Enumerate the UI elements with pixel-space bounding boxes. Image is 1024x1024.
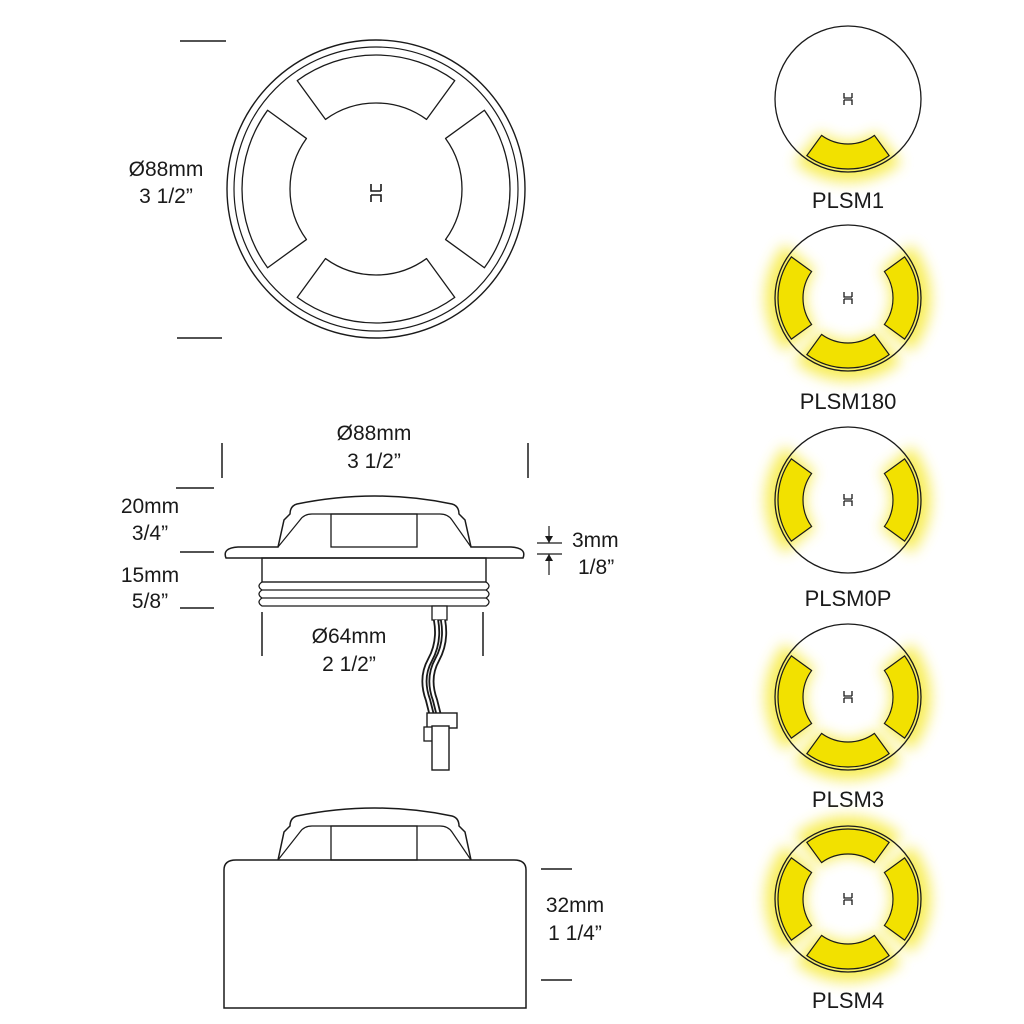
side-view-body-diameter-in: 2 1/2” xyxy=(322,653,376,676)
side-view: Ø88mm 3 1/2” 20mm 3/4” 15mm 5/8” xyxy=(121,422,619,771)
model-name: PLSM4 xyxy=(812,988,884,1013)
model-outer-ring xyxy=(774,825,922,973)
top-view-lenses xyxy=(241,54,511,324)
model-icon-plsm4 xyxy=(765,816,931,982)
side-view-flange-mm: 3mm xyxy=(572,529,619,552)
lens-window xyxy=(296,54,456,121)
lit-lens xyxy=(806,828,890,864)
model-card: PLSM1 xyxy=(774,25,922,213)
lit-lens xyxy=(777,256,813,340)
lit-lens xyxy=(883,458,919,542)
model-icon-plsm180 xyxy=(765,224,931,381)
sleeve-view: 32mm 1 1/4” xyxy=(223,807,604,1009)
lit-lens xyxy=(777,857,813,941)
lens-group xyxy=(777,458,919,542)
model-variants: PLSM1 PLSM180 PLSM0P PLSM3 PLSM4 xyxy=(765,25,931,1013)
top-view-outer-ring xyxy=(226,39,526,339)
lens-group xyxy=(777,655,919,768)
logo-icon xyxy=(843,93,853,105)
model-outer-ring xyxy=(774,623,922,771)
lit-lens xyxy=(883,857,919,941)
side-view-body-diameter-mm: Ø64mm xyxy=(312,625,387,648)
lit-lens xyxy=(883,256,919,340)
sleeve-view-height-in: 1 1/4” xyxy=(548,922,602,945)
lens-window xyxy=(296,257,456,324)
model-card: PLSM180 xyxy=(765,224,931,414)
lens-window xyxy=(241,109,308,269)
logo-icon xyxy=(843,292,853,304)
model-card: PLSM3 xyxy=(765,623,931,812)
top-view-inner-ring xyxy=(233,46,519,332)
side-view-height-top-in: 3/4” xyxy=(132,522,168,545)
lit-lens xyxy=(806,934,890,970)
side-view-height-bottom-mm: 15mm xyxy=(121,564,179,587)
model-outer-ring xyxy=(774,25,922,173)
side-view-diameter-in: 3 1/2” xyxy=(347,450,401,473)
side-view-fixture-body xyxy=(224,495,525,607)
top-view-diameter-in: 3 1/2” xyxy=(139,185,193,208)
lit-lens xyxy=(883,655,919,739)
model-icon-plsm1 xyxy=(774,25,922,182)
model-outer-ring xyxy=(774,426,922,574)
logo-icon xyxy=(843,494,853,506)
model-card: PLSM4 xyxy=(765,816,931,1013)
lit-lens xyxy=(806,333,890,369)
side-view-flange-dimension xyxy=(537,526,562,575)
lens-group xyxy=(777,828,919,970)
model-icon-plsm0p xyxy=(765,426,931,574)
model-outer-ring xyxy=(774,224,922,372)
model-name: PLSM3 xyxy=(812,787,884,812)
logo-icon xyxy=(843,691,853,703)
lit-lens xyxy=(777,655,813,739)
model-name: PLSM1 xyxy=(812,188,884,213)
logo-icon xyxy=(843,893,853,905)
model-name: PLSM180 xyxy=(800,389,897,414)
lit-lens xyxy=(806,732,890,768)
sleeve-view-height-mm: 32mm xyxy=(546,894,604,917)
top-view-logo-icon xyxy=(370,184,382,202)
lens-group xyxy=(777,256,919,369)
lit-lens xyxy=(777,458,813,542)
side-view-diameter-mm: Ø88mm xyxy=(337,422,412,445)
side-view-cable xyxy=(421,605,458,771)
lit-lens xyxy=(806,134,890,170)
model-name: PLSM0P xyxy=(805,586,892,611)
top-view: Ø88mm 3 1/2” xyxy=(129,39,526,339)
side-view-height-top-mm: 20mm xyxy=(121,495,179,518)
model-icon-plsm3 xyxy=(765,623,931,780)
lens-window xyxy=(444,109,511,269)
top-view-diameter-mm: Ø88mm xyxy=(129,158,204,181)
side-view-flange-in: 1/8” xyxy=(578,556,614,579)
model-card: PLSM0P xyxy=(765,426,931,611)
lens-group xyxy=(806,134,890,170)
side-view-height-bottom-in: 5/8” xyxy=(132,590,168,613)
